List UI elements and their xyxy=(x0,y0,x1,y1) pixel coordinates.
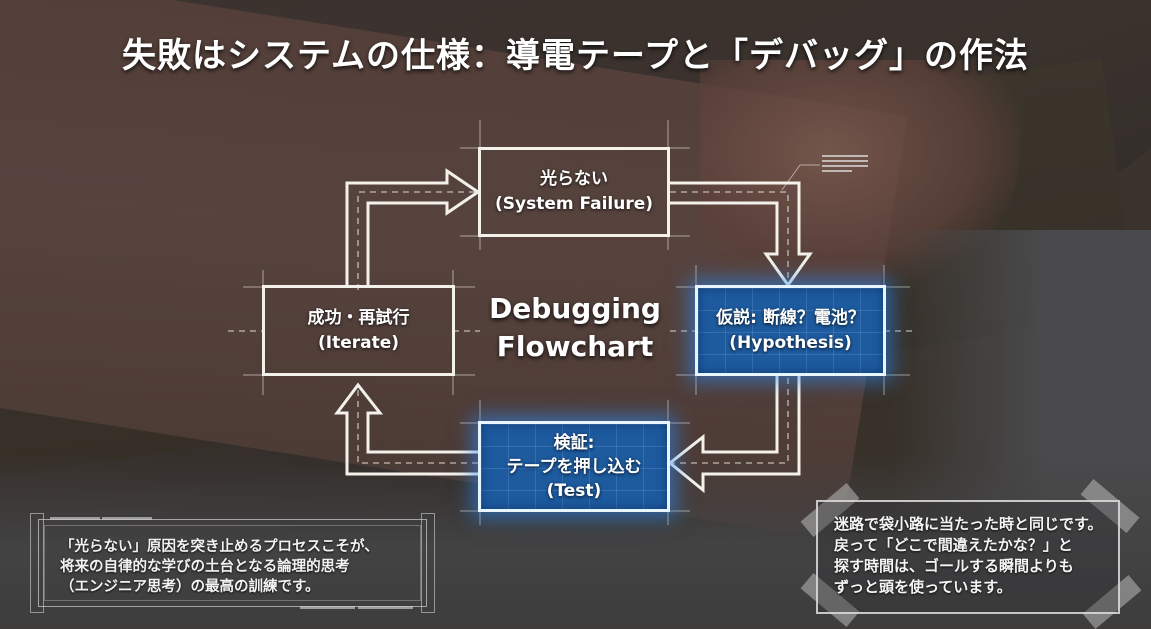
node-test[interactable]: 検証: テープを押し込む (Test) xyxy=(478,421,670,512)
centerline-dashes xyxy=(228,191,915,464)
node-label-jp2: テープを押し込む xyxy=(506,456,642,477)
node-label-en: (Test) xyxy=(546,480,602,501)
frame-accent xyxy=(300,606,355,609)
frame-bracket-left xyxy=(30,513,44,613)
annotation-lines xyxy=(822,155,868,175)
flowchart-title-line1: Debugging xyxy=(489,292,661,325)
flowchart-title: Debugging Flowchart xyxy=(470,290,680,366)
note-right-text: 迷路で袋小路に当たった時と同じです。 戻って「どこで間違えたかな？」と 探す時間… xyxy=(834,515,1103,596)
node-iterate[interactable]: 成功・再試行 (Iterate) xyxy=(262,285,455,376)
frame-accent xyxy=(50,517,100,520)
arrow-iterate-to-failure xyxy=(345,168,481,287)
node-label-en: (Hypothesis) xyxy=(729,332,852,353)
node-label-jp: 検証: xyxy=(553,432,595,453)
node-label-jp: 成功・再試行 xyxy=(307,307,410,328)
node-label-jp: 光らない xyxy=(540,169,608,189)
note-left-text: 「光らない」原因を突き止めるプロセスこそが、 将来の自律的な学びの土台となる論理… xyxy=(60,539,379,595)
arrow-test-to-iterate xyxy=(334,382,478,476)
note-right-panel: 迷路で袋小路に当たった時と同じです。 戻って「どこで間違えたかな？」と 探す時間… xyxy=(816,500,1120,614)
node-label-en: (Iterate) xyxy=(317,332,400,353)
node-system-failure[interactable]: 光らない (System Failure) xyxy=(478,147,670,237)
arrow-failure-to-hypothesis xyxy=(670,181,813,288)
note-frame-inner xyxy=(44,525,421,601)
page-title: 失敗はシステムの仕様：導電テープと「デバッグ」の作法 xyxy=(122,36,1029,76)
note-frame xyxy=(38,519,427,607)
node-hypothesis[interactable]: 仮説: 断線？電池？ (Hypothesis) xyxy=(695,285,886,376)
arrow-hypothesis-to-test xyxy=(667,376,801,494)
note-left-panel: 「光らない」原因を突き止めるプロセスこそが、 将来の自律的な学びの土台となる論理… xyxy=(30,513,435,613)
node-label-en: (System Failure) xyxy=(494,194,654,214)
node-label-jp: 仮説: 断線？電池？ xyxy=(716,307,865,328)
frame-accent xyxy=(358,606,413,609)
flowchart-title-line2: Flowchart xyxy=(496,330,654,363)
frame-accent xyxy=(102,517,152,520)
frame-bracket-right xyxy=(421,513,435,613)
